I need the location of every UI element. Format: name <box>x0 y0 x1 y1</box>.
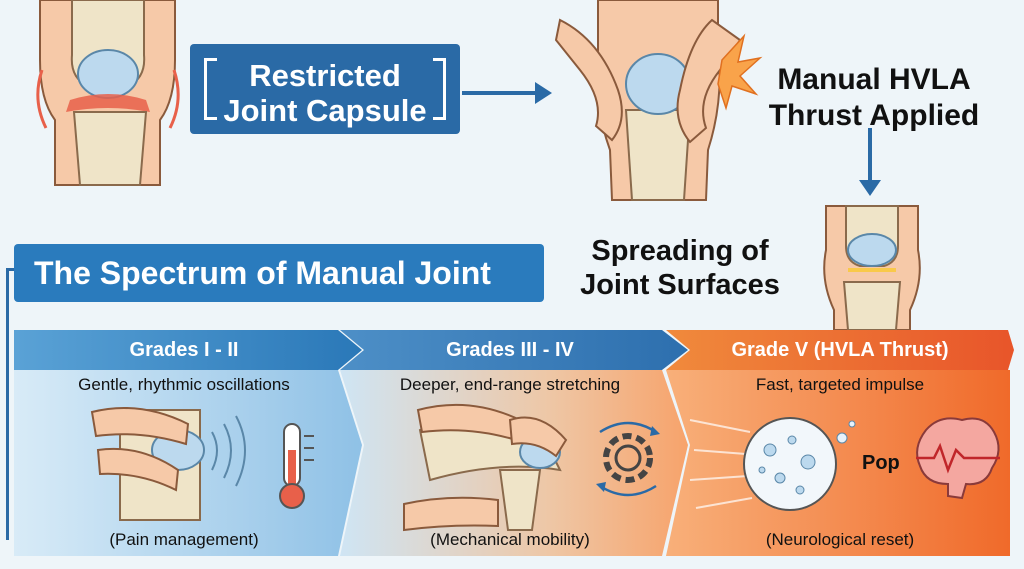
spectrum-banner: The Spectrum of Manual Joint <box>14 244 544 302</box>
grade-2-desc: Deeper, end-range stretching <box>399 375 621 394</box>
spreading-label-line2: Joint Surfaces <box>580 269 780 301</box>
spreading-label: Spreading of Joint Surfaces <box>560 234 800 302</box>
right-bracket <box>433 58 446 120</box>
capsule-label: Restricted Joint Capsule <box>220 58 430 128</box>
spectrum-title: The Spectrum of Manual Joint <box>34 255 491 291</box>
spectrum-side-line <box>6 268 9 540</box>
grade-3-head: Grade V (HVLA Thrust) <box>731 339 949 361</box>
thrust-label-line1: Manual HVLA <box>777 63 971 96</box>
thrust-knee-illustration <box>554 0 763 201</box>
gentle-hands-illustration <box>90 407 246 521</box>
thrust-label-line2: Thrust Applied <box>768 99 980 132</box>
gear-icon <box>596 421 660 497</box>
thermometer-icon <box>279 423 314 509</box>
stretching-hands-illustration <box>403 403 568 532</box>
pop-label: Pop <box>862 452 900 474</box>
grade-3-desc: Fast, targeted impulse <box>755 375 925 394</box>
grade-2-head: Grades III - IV <box>446 339 574 361</box>
arrow-down-icon <box>859 128 881 196</box>
brain-icon <box>916 417 1000 500</box>
spreading-label-line1: Spreading of <box>591 235 769 267</box>
spectrum-side-tick <box>6 268 18 271</box>
grade-2-foot: (Mechanical mobility) <box>430 530 590 549</box>
restricted-knee-illustration <box>36 0 180 186</box>
grade-1-foot: (Pain management) <box>109 530 259 549</box>
grade-panel-3 <box>666 330 1014 556</box>
grade-1-head: Grades I - II <box>129 339 239 361</box>
restricted-capsule-box: Restricted Joint Capsule <box>190 44 460 134</box>
left-bracket <box>204 58 217 120</box>
capsule-label-line2: Joint Capsule <box>223 93 427 128</box>
grade-3-foot: (Neurological reset) <box>765 530 915 549</box>
spreading-knee-illustration <box>823 205 921 331</box>
capsule-label-line1: Restricted <box>249 58 401 93</box>
arrow-right-icon <box>462 82 552 104</box>
gas-bubble-icon <box>743 417 856 511</box>
motion-lines <box>689 419 753 509</box>
thrust-label: Manual HVLA Thrust Applied <box>744 62 1004 134</box>
grade-1-desc: Gentle, rhythmic oscillations <box>78 375 290 394</box>
